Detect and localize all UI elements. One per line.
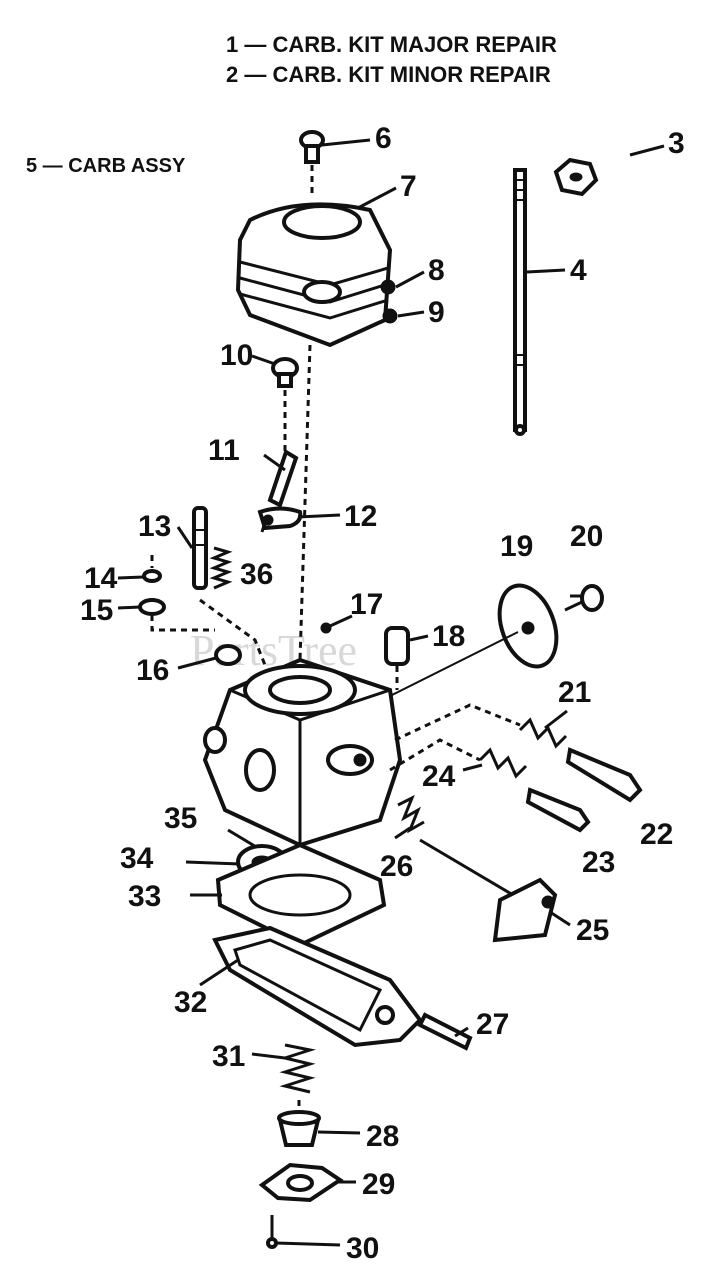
callout-31: 31: [212, 1040, 245, 1073]
part-6-screw: [299, 130, 325, 195]
part-33-gasket: [215, 842, 387, 948]
part-3-nut: [553, 157, 599, 197]
part-21-spring: [394, 703, 568, 749]
callout-numbers: 3 4 6 7 8 9 10 11 12 13 14 15 16 17 18 1…: [80, 122, 685, 1265]
callout-17: 17: [350, 588, 383, 621]
part-26-spring: [397, 794, 425, 834]
part-12-lever: [257, 506, 303, 531]
callout-35: 35: [164, 802, 197, 835]
part-30-screw: [266, 1215, 278, 1249]
part-28-cap: [277, 1100, 321, 1147]
callout-18: 18: [432, 620, 465, 653]
callout-3: 3: [668, 127, 685, 160]
part-14-ring: [142, 555, 162, 583]
legend-major-repair: 1 — CARB. KIT MAJOR REPAIR: [226, 32, 557, 57]
part-11-pin: [267, 449, 299, 508]
callout-11: 11: [208, 434, 240, 467]
part-29-plate: [258, 1162, 344, 1203]
legend-carb-assy: 5 — CARB ASSY: [26, 155, 186, 177]
part-5-carb-body: [202, 657, 403, 848]
part-18-cap: [384, 626, 410, 690]
callout-22: 22: [640, 818, 673, 851]
part-20-screw: [564, 584, 604, 612]
callout-29: 29: [362, 1168, 395, 1201]
part-16-washer: [199, 598, 267, 666]
callout-30: 30: [346, 1232, 379, 1265]
callout-21: 21: [558, 676, 591, 709]
part-17-ball: [320, 622, 332, 634]
part-27-pin: [417, 1012, 473, 1051]
callout-16: 16: [136, 654, 169, 687]
part-13-needle: [192, 506, 208, 590]
part-4-rod: [513, 168, 527, 436]
callout-4: 4: [570, 254, 587, 287]
part-31-spring: [279, 1043, 316, 1094]
leader-lines: [117, 138, 665, 1247]
part-25-lever: [419, 838, 558, 943]
part-24-spring: [389, 738, 528, 779]
callout-25: 25: [576, 914, 609, 947]
part-22-needle: [565, 747, 643, 803]
callout-26: 26: [380, 850, 413, 883]
part-32-plate: [212, 925, 423, 1048]
callout-27: 27: [476, 1008, 509, 1041]
callout-14: 14: [84, 562, 118, 595]
callout-24: 24: [422, 760, 456, 793]
callout-19: 19: [500, 530, 533, 563]
part-7-cover: [235, 202, 393, 348]
part-9-screw: [382, 308, 398, 324]
callout-9: 9: [428, 296, 445, 329]
callout-6: 6: [375, 122, 392, 155]
callout-33: 33: [128, 880, 161, 913]
part-23-needle: [525, 787, 591, 833]
legend-minor-repair: 2 — CARB. KIT MINOR REPAIR: [226, 62, 551, 87]
callout-28: 28: [366, 1120, 399, 1153]
callout-15: 15: [80, 594, 113, 627]
callout-10: 10: [220, 339, 253, 372]
callout-20: 20: [570, 520, 603, 553]
part-19-disk: [371, 583, 559, 706]
callout-12: 12: [344, 500, 377, 533]
callout-36: 36: [240, 558, 273, 591]
guide-line-shaft: [298, 344, 312, 661]
part-36-spring: [209, 546, 233, 590]
callout-34: 34: [120, 842, 154, 875]
callout-13: 13: [138, 510, 171, 543]
part-35-screw: [227, 828, 259, 850]
callout-7: 7: [400, 170, 417, 203]
callout-8: 8: [428, 254, 445, 287]
callout-23: 23: [582, 846, 615, 879]
part-8-screw: [380, 279, 396, 295]
callout-32: 32: [174, 986, 207, 1019]
